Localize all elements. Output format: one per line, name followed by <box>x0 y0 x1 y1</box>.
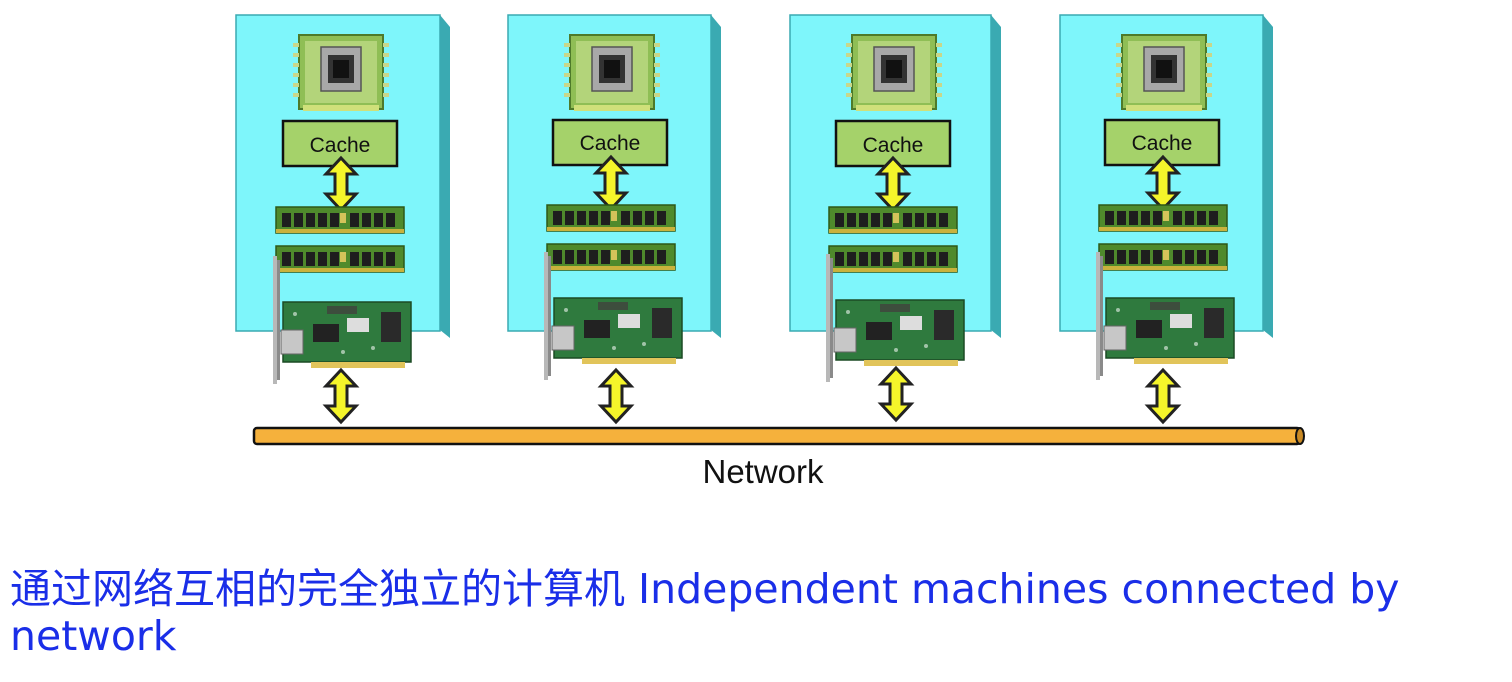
machine-node: Cache <box>789 14 1001 422</box>
cache-label: Cache <box>1132 132 1193 155</box>
cpu-chip-icon <box>845 34 943 112</box>
bidirectional-arrow-icon <box>324 368 358 424</box>
ram-module-icon <box>275 245 405 273</box>
ram-module-icon <box>1098 204 1228 232</box>
cache-label: Cache <box>580 132 641 155</box>
cpu-chip-icon <box>292 34 390 112</box>
caption: 通过网络互相的完全独立的计算机 Independent machines con… <box>10 566 1510 660</box>
ram-module-icon <box>546 204 676 232</box>
bidirectional-arrow-icon <box>599 368 633 424</box>
caption-chinese: 通过网络互相的完全独立的计算机 <box>10 565 625 613</box>
cache-label: Cache <box>863 134 924 157</box>
ram-module-icon <box>546 243 676 271</box>
bidirectional-arrow-icon <box>879 366 913 422</box>
bidirectional-arrow-icon <box>1146 368 1180 424</box>
cpu-chip-icon <box>563 34 661 112</box>
machine-node: Cache <box>235 14 450 424</box>
ram-module-icon <box>828 206 958 234</box>
network-label: Network <box>702 453 824 490</box>
distributed-system-diagram: Cache Cache Cache Cache <box>235 14 1305 490</box>
ram-module-icon <box>1098 243 1228 271</box>
machine-node: Cache <box>507 14 721 424</box>
caption-english: Independent machines connected by networ… <box>10 565 1400 660</box>
ram-module-icon <box>275 206 405 234</box>
network-bus <box>252 426 1305 446</box>
ram-module-icon <box>828 245 958 273</box>
cache-label: Cache <box>310 134 371 157</box>
machine-node: Cache <box>1059 14 1273 424</box>
cpu-chip-icon <box>1115 34 1213 112</box>
